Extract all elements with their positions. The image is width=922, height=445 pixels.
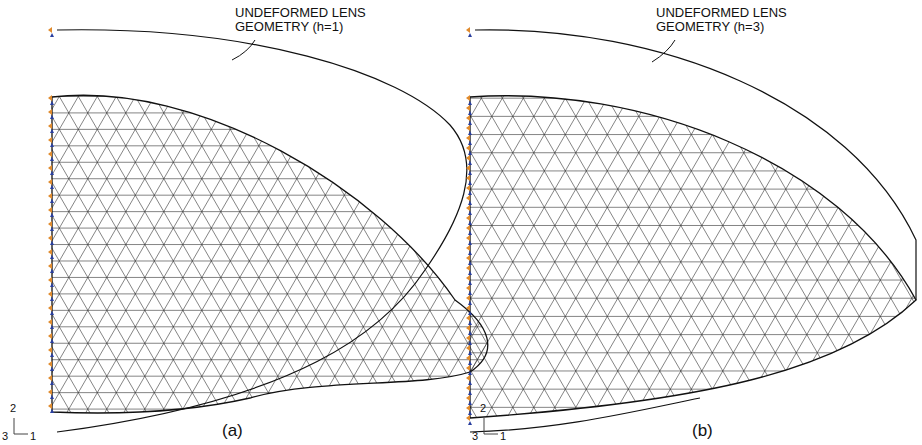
panel-label: (b) (692, 422, 732, 441)
annotation-text: UNDEFORMED LENS GEOMETRY (h=3) (656, 6, 806, 35)
axis-label: 1 (30, 430, 42, 442)
annotation-text: UNDEFORMED LENS GEOMETRY (h=1) (235, 6, 385, 35)
axis-label: 1 (500, 430, 512, 442)
undeformed-outline (470, 30, 916, 432)
deformed-outline (52, 95, 488, 413)
axis-label: 2 (10, 402, 24, 414)
undeformed-outline (57, 30, 467, 432)
leader-line (652, 40, 675, 62)
deformed-outline (470, 96, 916, 418)
axis-label: 3 (472, 430, 482, 442)
panel-label: (a) (222, 422, 262, 441)
axis-triad (14, 418, 498, 434)
leader-line (232, 40, 255, 60)
mesh-b (41, 80, 922, 425)
axis-label: 2 (480, 402, 494, 414)
axis-label: 3 (2, 430, 12, 442)
boundary-markers (48, 27, 472, 425)
